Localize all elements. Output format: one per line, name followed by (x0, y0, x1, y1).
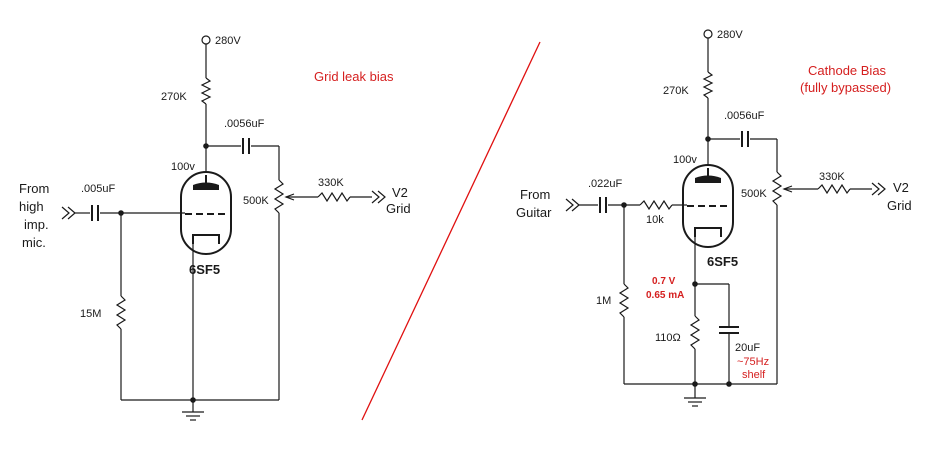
right-supply-label: 280V (717, 29, 743, 41)
right-grid-resistor (618, 283, 630, 318)
right-plate-resistor-label: 270K (663, 85, 689, 97)
right-output-label-2: Grid (887, 198, 912, 213)
right-shelf-label-1: ~75Hz (737, 356, 769, 368)
left-input-cap-label: .005uF (81, 183, 116, 195)
right-cathode-current: 0.65 mA (646, 290, 684, 301)
left-supply-terminal (201, 35, 211, 45)
left-ground-icon (182, 411, 204, 421)
left-plate-resistor-label: 270K (161, 91, 187, 103)
right-pot (771, 171, 783, 206)
right-input-label-1: From (520, 187, 550, 202)
right-bypass-cap-label: 20uF (735, 342, 760, 354)
right-grid-stopper (639, 199, 673, 211)
right-input-cap-label: .022uF (588, 178, 623, 190)
left-input-label-3: imp. (24, 217, 49, 232)
left-series-resistor (317, 191, 351, 203)
left-tube-label: 6SF5 (189, 262, 220, 277)
right-series-resistor (817, 183, 851, 195)
left-plate-voltage-label: 100v (171, 161, 195, 173)
right-pot-label: 500K (741, 188, 767, 200)
right-series-resistor-label: 330K (819, 171, 845, 183)
left-circuit: 280V 270K .0056uF 100v 6SF5 500K (19, 35, 411, 421)
left-input-label-4: mic. (22, 235, 46, 250)
right-input-label-2: Guitar (516, 205, 552, 220)
right-tube-label: 6SF5 (707, 254, 738, 269)
left-tube-6sf5 (180, 171, 232, 255)
left-pot-label: 500K (243, 195, 269, 207)
right-cathode-resistor-label: 110Ω (655, 332, 681, 344)
left-supply-label: 280V (215, 35, 241, 47)
right-grid-stopper-label: 10k (646, 214, 664, 226)
right-plate-voltage-label: 100v (673, 154, 697, 166)
divider-line (361, 41, 541, 421)
right-grid-resistor-label: 1M (596, 295, 611, 307)
left-grid-leak-label: 15M (80, 308, 101, 320)
left-input-label-1: From (19, 181, 49, 196)
left-title: Grid leak bias (314, 69, 394, 84)
left-output-label-2: Grid (386, 201, 411, 216)
right-ground-icon (684, 397, 706, 407)
right-circuit: 280V 270K .0056uF 100v 6SF5 500K 330K (516, 29, 912, 407)
right-output-label-1: V2 (893, 180, 909, 195)
left-plate-resistor (200, 77, 212, 105)
right-supply-terminal (703, 29, 713, 39)
right-title-2: (fully bypassed) (800, 80, 891, 95)
left-grid-leak-resistor (115, 295, 127, 330)
right-shelf-label-2: shelf (742, 369, 766, 381)
right-plate-resistor (702, 71, 714, 99)
right-cathode-voltage: 0.7 V (652, 276, 676, 287)
left-output-label-1: V2 (392, 185, 408, 200)
left-series-resistor-label: 330K (318, 177, 344, 189)
right-title-1: Cathode Bias (808, 63, 887, 78)
left-pot (273, 179, 285, 214)
right-coupling-cap-label: .0056uF (724, 110, 765, 122)
left-coupling-cap-label: .0056uF (224, 118, 265, 130)
right-tube-6sf5 (682, 164, 734, 248)
right-cathode-resistor (689, 315, 701, 350)
left-input-label-2: high (19, 199, 44, 214)
